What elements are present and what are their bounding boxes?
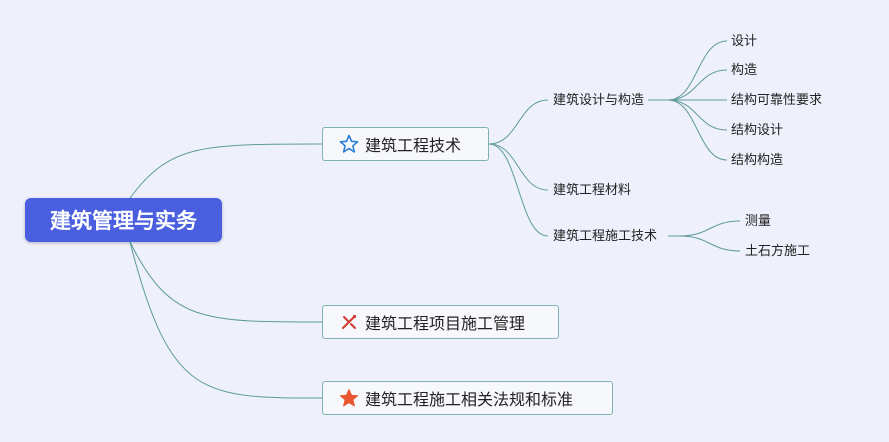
connector-design-to-leaf: [667, 99, 728, 161]
tools-icon: [339, 312, 359, 332]
root-node-label: 建筑管理与实务: [50, 209, 197, 233]
connector-construction-to-leaf: [679, 235, 741, 252]
subtopic-construction-tech[interactable]: 建筑工程施工技术: [553, 229, 658, 244]
branch-node-tech[interactable]: 建筑工程技术: [322, 127, 489, 161]
connector-root-to-regulations: [129, 241, 323, 399]
branch-label: 建筑工程项目施工管理: [365, 314, 526, 333]
leaf-topic[interactable]: 土石方施工: [745, 244, 811, 259]
connector-tech-to-construction: [488, 143, 549, 237]
connector-root-to-management: [129, 241, 323, 323]
connector-design-to-leaf: [667, 69, 728, 101]
leaf-topic[interactable]: 构造: [731, 63, 758, 78]
star-filled-icon: [339, 388, 359, 408]
leaf-topic[interactable]: 结构可靠性要求: [731, 93, 823, 108]
connector-design-to-leaf: [667, 99, 728, 131]
branch-node-regulations[interactable]: 建筑工程施工相关法规和标准: [322, 381, 613, 415]
connector-design-to-leaf: [667, 40, 728, 101]
subtopic-design-construction[interactable]: 建筑设计与构造: [553, 93, 645, 108]
branch-node-management[interactable]: 建筑工程项目施工管理: [322, 305, 559, 339]
leaf-topic[interactable]: 结构设计: [731, 123, 784, 138]
connector-tech-to-materials: [488, 143, 549, 191]
branch-label: 建筑工程施工相关法规和标准: [365, 390, 574, 409]
leaf-topic[interactable]: 结构构造: [731, 153, 784, 168]
subtopic-materials[interactable]: 建筑工程材料: [553, 183, 632, 198]
connector-construction-to-leaf: [679, 220, 741, 237]
connector-tech-to-design: [488, 99, 549, 145]
star-outline-icon: [339, 134, 359, 154]
root-node[interactable]: 建筑管理与实务: [25, 198, 222, 242]
connector-root-to-tech: [129, 143, 323, 199]
leaf-topic[interactable]: 设计: [731, 34, 758, 49]
leaf-topic[interactable]: 测量: [745, 214, 772, 229]
branch-label: 建筑工程技术: [365, 136, 462, 155]
